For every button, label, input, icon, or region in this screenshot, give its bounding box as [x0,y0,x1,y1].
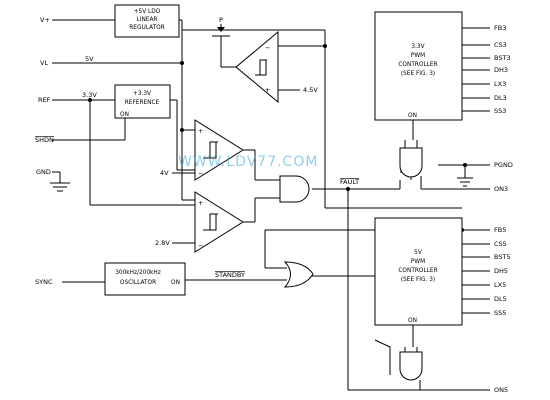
ldo-regulator-block: +5V LDO LINEAR REGULATOR [114,4,180,38]
net-4v-label: 4V [160,169,169,177]
output-on5-label: ON5 [494,386,508,394]
ldo-line2: LINEAR [137,17,158,23]
pwm5-line4: (SEE FIG. 3) [401,277,435,283]
pin-bst3: BST3 [494,54,511,62]
pwm5-on-label: ON [408,318,417,324]
pin-dh5: DH5 [494,267,508,275]
junction-dots [88,44,467,232]
pwm33-line4: (SEE FIG. 3) [401,71,435,77]
pwm5-line3: CONTROLLER [398,268,437,274]
svg-text:−: − [265,44,270,52]
svg-text:+: + [198,127,203,135]
comparator-low: + − [194,191,244,253]
pwm-controller-33-block: 3.3V PWM CONTROLLER (SEE FIG. 3) ON [374,11,463,121]
reference-on-label: ON [120,112,129,118]
pwm33-line3: CONTROLLER [398,62,437,68]
reference-line2: REFERENCE [125,100,160,106]
reference-block: +3.3V REFERENCE ON [114,84,171,119]
and-gate-on5 [399,347,423,381]
pwm5-line1: 5V [414,250,422,256]
svg-text:+: + [265,86,270,94]
pin-bst5: BST5 [494,253,511,261]
pin-dl5: DL5 [494,295,507,303]
ldo-line3: REGULATOR [129,25,164,31]
net-5v-label: 5V [85,55,94,63]
comparator-top: − + [235,30,279,104]
pwm5-line2: PWM [411,259,425,265]
oscillator-line1: 300kHz/200kHz [115,270,161,276]
svg-text:−: − [198,170,203,178]
ground-symbol-pgnd [457,177,473,187]
pins-33v: FB3 CS3 BST3 DH3 LX3 DL3 SS3 [494,24,511,115]
input-vplus-label: V+ [40,16,50,24]
and-gate-on3 [399,140,423,180]
or-gate-standby [283,261,314,288]
net-28v-label: 2.8V [155,239,170,247]
ground-symbol-left [50,182,70,192]
wires [52,19,490,391]
net-33v-label: 3.3V [82,91,97,99]
input-ref-label: REF [38,96,51,104]
net-p-label: P [219,16,223,24]
pwm33-on-label: ON [408,113,417,119]
watermark: WWW.LDV77.COM [178,154,318,170]
pwm33-line2: PWM [411,53,425,59]
pin-dl3: DL3 [494,94,507,102]
pin-lx5: LX5 [494,281,506,289]
pin-ss5: SS5 [494,309,506,317]
and-gate-fault [279,175,310,203]
net-45v-label: 4.5V [303,86,318,94]
oscillator-on-label: ON [171,280,180,286]
pin-cs3: CS3 [494,41,507,49]
pin-ss3: SS3 [494,107,506,115]
svg-text:+: + [198,199,203,207]
oscillator-block: 300kHz/200kHz OSCILLATOR ON [104,262,186,296]
input-sync-label: SYNC [35,278,53,286]
p-channel-switch [210,24,232,46]
pin-fb3: FB3 [494,24,506,32]
output-on3-label: ON3 [494,185,508,193]
pwm33-line1: 3.3V [411,44,424,50]
pin-dh3: DH3 [494,66,508,74]
pin-cs5: CS5 [494,240,507,248]
pin-lx3: LX3 [494,80,506,88]
input-shdn-label: SHDN [35,136,54,144]
svg-text:−: − [198,242,203,250]
input-gnd-label: GND [36,168,51,176]
comparator-mid: + − [194,119,244,181]
input-vl-label: VL [40,59,48,67]
output-pgnd-label: PGND [494,161,513,169]
pwm-controller-5-block: 5V PWM CONTROLLER (SEE FIG. 3) ON [374,217,463,326]
net-fault-label: FAULT [340,178,359,186]
pin-fb5: FB5 [494,226,506,234]
reference-line1: +3.3V [133,91,151,97]
ldo-line1: +5V LDO [134,9,161,15]
pins-5v: FB5 CS5 BST5 DH5 LX5 DL5 SS5 [494,226,511,317]
net-standby-label: STANDBY [215,271,245,279]
oscillator-line2: OSCILLATOR [120,280,156,286]
